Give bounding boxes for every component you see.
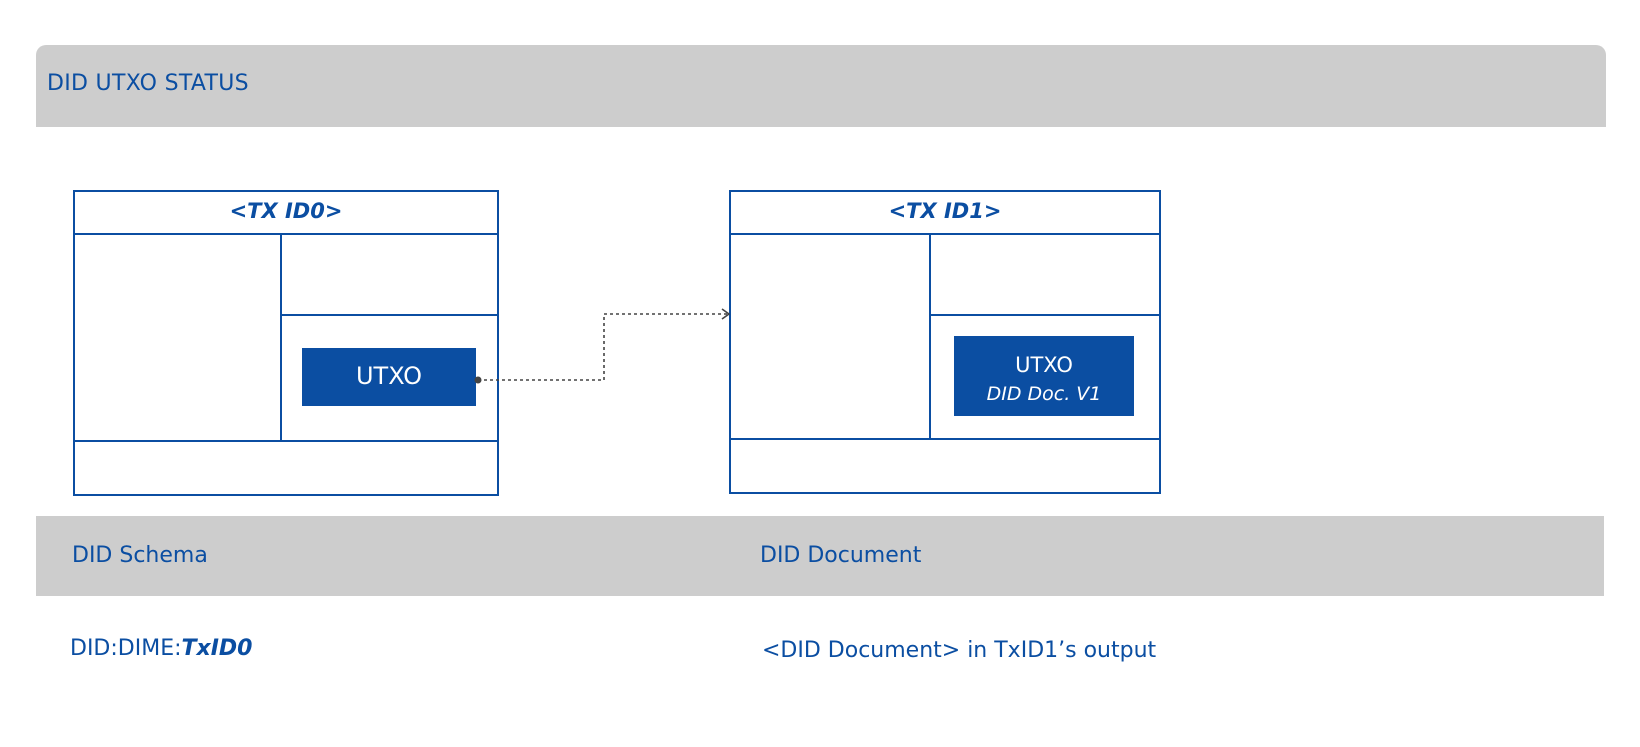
spend-connector [474,308,731,384]
did-schema-value: DID:DIME:TxID0 [70,636,252,661]
utxo-1-label: UTXO [1015,353,1073,377]
arrow-head-icon [721,308,731,320]
tx-box-0-frame [73,190,499,496]
page-title: DID UTXO STATUS [47,71,249,96]
tx-0-title: <TX ID0> [229,199,343,223]
connector-path [478,313,728,381]
tx-box-0 [73,190,499,496]
header-band [36,45,1606,127]
utxo-block-0 [302,348,476,406]
did-document-label: DID Document [760,543,922,568]
utxo-1-sublabel: DID Doc. V1 [986,383,1102,405]
did-document-value: <DID Document> in TxID1’s output [762,638,1157,663]
did-schema-label: DID Schema [72,543,208,568]
tx-1-title: <TX ID1> [888,199,1002,223]
dot-icon [474,376,482,384]
schema-txid: TxID0 [181,636,253,661]
label-band [36,516,1604,596]
schema-prefix: DID:DIME: [70,636,182,661]
utxo-0-label: UTXO [355,362,423,390]
tx-box-1 [729,190,1161,494]
utxo-block-1 [954,336,1134,416]
